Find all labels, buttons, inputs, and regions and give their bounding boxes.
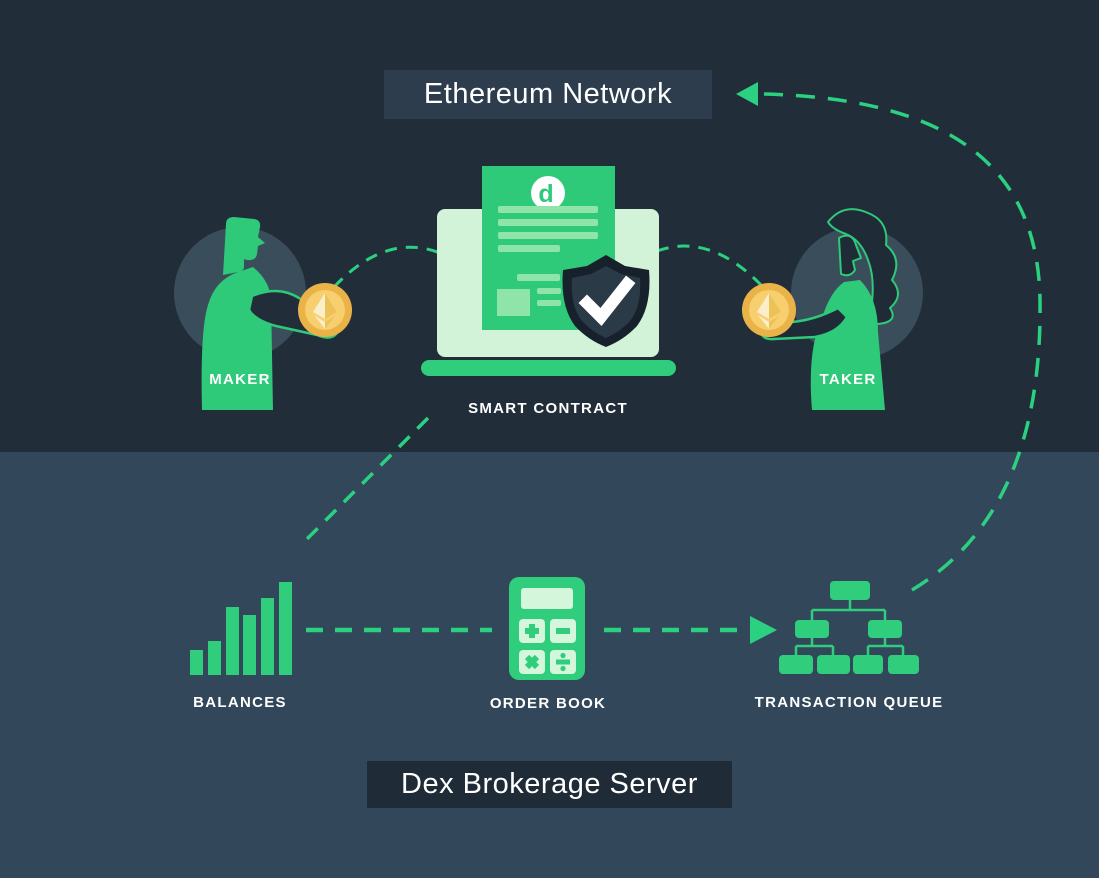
transaction-queue-label: TRANSACTION QUEUE <box>754 694 944 711</box>
maker-illustration <box>174 217 341 410</box>
smart-contract-icon: d <box>421 166 676 376</box>
ethereum-network-banner: Ethereum Network <box>384 70 712 119</box>
taker-face <box>838 234 862 277</box>
smart-contract-label: SMART CONTRACT <box>468 400 628 417</box>
dex-brokerage-server-banner-text: Dex Brokerage Server <box>401 768 698 800</box>
laptop-base <box>421 360 676 376</box>
contract-logo-circle <box>531 176 565 210</box>
balances-label: BALANCES <box>193 694 287 711</box>
balances-bar-chart-icon <box>190 582 292 675</box>
maker-head <box>223 217 265 275</box>
transaction-queue-tree-icon <box>779 581 919 674</box>
contract-logo-glyph: d <box>538 180 553 208</box>
dex-brokerage-server-banner: Dex Brokerage Server <box>367 761 732 808</box>
taker-label: TAKER <box>819 371 877 388</box>
order-book-label: ORDER BOOK <box>489 695 607 712</box>
ethereum-network-banner-text: Ethereum Network <box>423 78 673 110</box>
order-book-calculator-icon <box>509 577 585 680</box>
maker-eth-coin-icon <box>298 283 352 337</box>
maker-label: MAKER <box>209 371 271 388</box>
taker-eth-coin-icon <box>742 283 796 337</box>
taker-illustration <box>759 208 923 410</box>
taker-hair <box>827 208 899 330</box>
